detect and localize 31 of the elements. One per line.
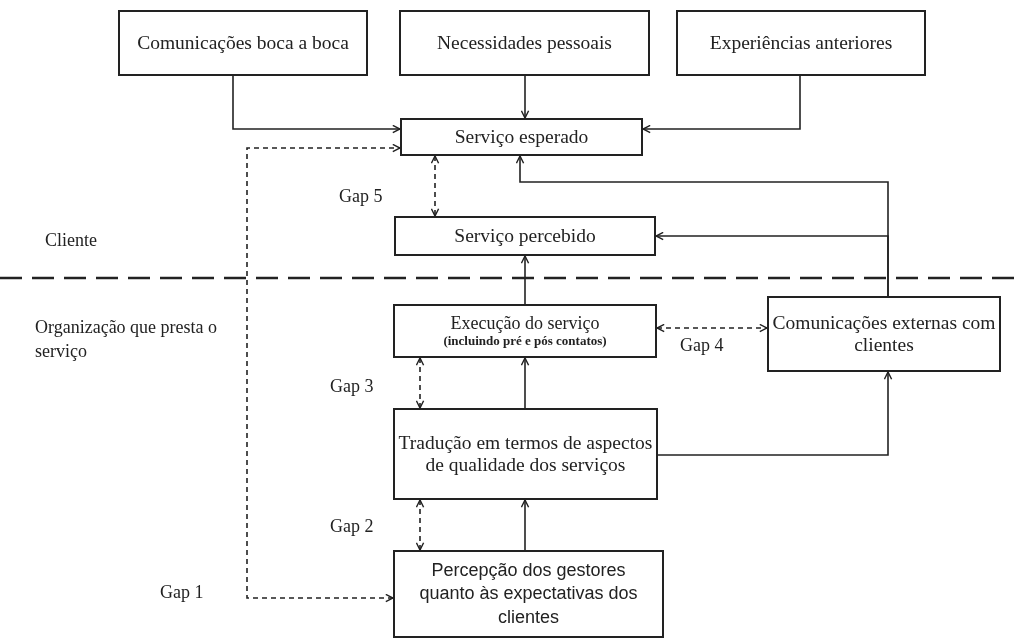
edge-label: Gap 3: [330, 377, 374, 397]
arrow: [655, 231, 889, 297]
process-box: Necessidades pessoais: [399, 10, 650, 76]
edge-label: Gap 5: [339, 187, 383, 207]
dashed-arrow: [430, 155, 440, 217]
arrow: [520, 255, 530, 305]
process-box: Comunicações externas com clientes: [767, 296, 1001, 372]
process-box: Experiências anteriores: [676, 10, 926, 76]
dashed-arrow: [415, 357, 425, 409]
arrow: [232, 75, 401, 134]
process-box: Percepção dos gestores quanto às expectativas dos clientes: [393, 550, 664, 638]
process-box: Serviço percebido: [394, 216, 656, 256]
edge-label: Gap 1: [160, 583, 204, 603]
section-label: Cliente: [45, 229, 98, 252]
arrow: [520, 357, 530, 409]
box-title: Execução do serviço: [450, 313, 600, 334]
process-box: Serviço esperado: [400, 118, 643, 156]
edge-label: Gap 2: [330, 517, 374, 537]
dashed-arrow: [246, 143, 401, 603]
process-box: Tradução em termos de aspectos de qualidade dos serviços: [393, 408, 658, 500]
arrow: [520, 75, 530, 119]
edge-label: Gap 4: [680, 336, 724, 356]
arrow: [520, 499, 530, 551]
process-box: [393, 304, 657, 358]
process-box: Comunicações boca a boca: [118, 10, 368, 76]
arrow: [642, 75, 801, 134]
dashed-arrow: [656, 323, 768, 333]
arrow: [657, 371, 893, 456]
box-subtitle: (incluindo pré e pós contatos): [443, 333, 607, 349]
section-label: Organização que presta o serviço: [35, 316, 219, 364]
dashed-arrow: [415, 499, 425, 551]
